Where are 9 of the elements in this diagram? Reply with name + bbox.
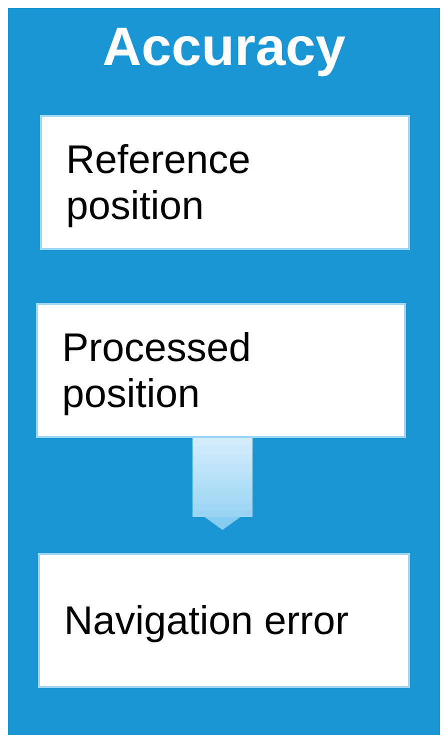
text-box [38,553,410,688]
accuracy-panel [8,8,440,735]
box-text: Reference position [66,136,252,228]
down-arrow [192,438,252,530]
text-box [36,303,406,438]
text-box [40,115,410,250]
box-text: Navigation error [64,598,350,644]
box-text: Processed position [62,324,252,416]
panel-title: Accuracy [101,20,347,74]
